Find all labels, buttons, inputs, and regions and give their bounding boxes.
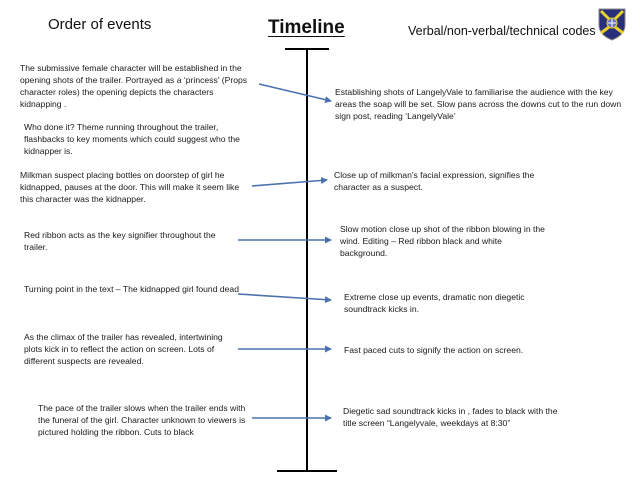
order-of-events-heading: Order of events (48, 16, 152, 33)
codes-heading: Verbal/non-verbal/technical codes (408, 24, 596, 38)
code-6: Diegetic sad soundtrack kicks in , fades… (343, 406, 558, 429)
school-crest-icon (597, 7, 627, 41)
event-3: Milkman suspect placing bottles on doors… (20, 170, 240, 205)
event-2: Who done it? Theme running throughout th… (24, 122, 240, 157)
code-3: Slow motion close up shot of the ribbon … (340, 224, 545, 259)
event-1: The submissive female character will be … (20, 63, 248, 110)
event-7: The pace of the trailer slows when the t… (38, 403, 246, 438)
event-5: Turning point in the text – The kidnappe… (24, 284, 239, 294)
arrow-4 (237, 293, 332, 304)
arrow-2 (251, 176, 328, 187)
code-5: Fast paced cuts to signify the action on… (344, 345, 524, 355)
event-4: Red ribbon acts as the key signifier thr… (24, 230, 216, 253)
event-6: As the climax of the trailer has reveale… (24, 332, 223, 367)
code-1: Establishing shots of LangelyVale to fam… (335, 87, 622, 122)
code-2: Close up of milkman's facial expression,… (334, 170, 535, 193)
timeline-heading: Timeline (268, 17, 345, 38)
arrow-1 (258, 83, 332, 104)
code-4: Extreme close up events, dramatic non di… (344, 292, 525, 315)
